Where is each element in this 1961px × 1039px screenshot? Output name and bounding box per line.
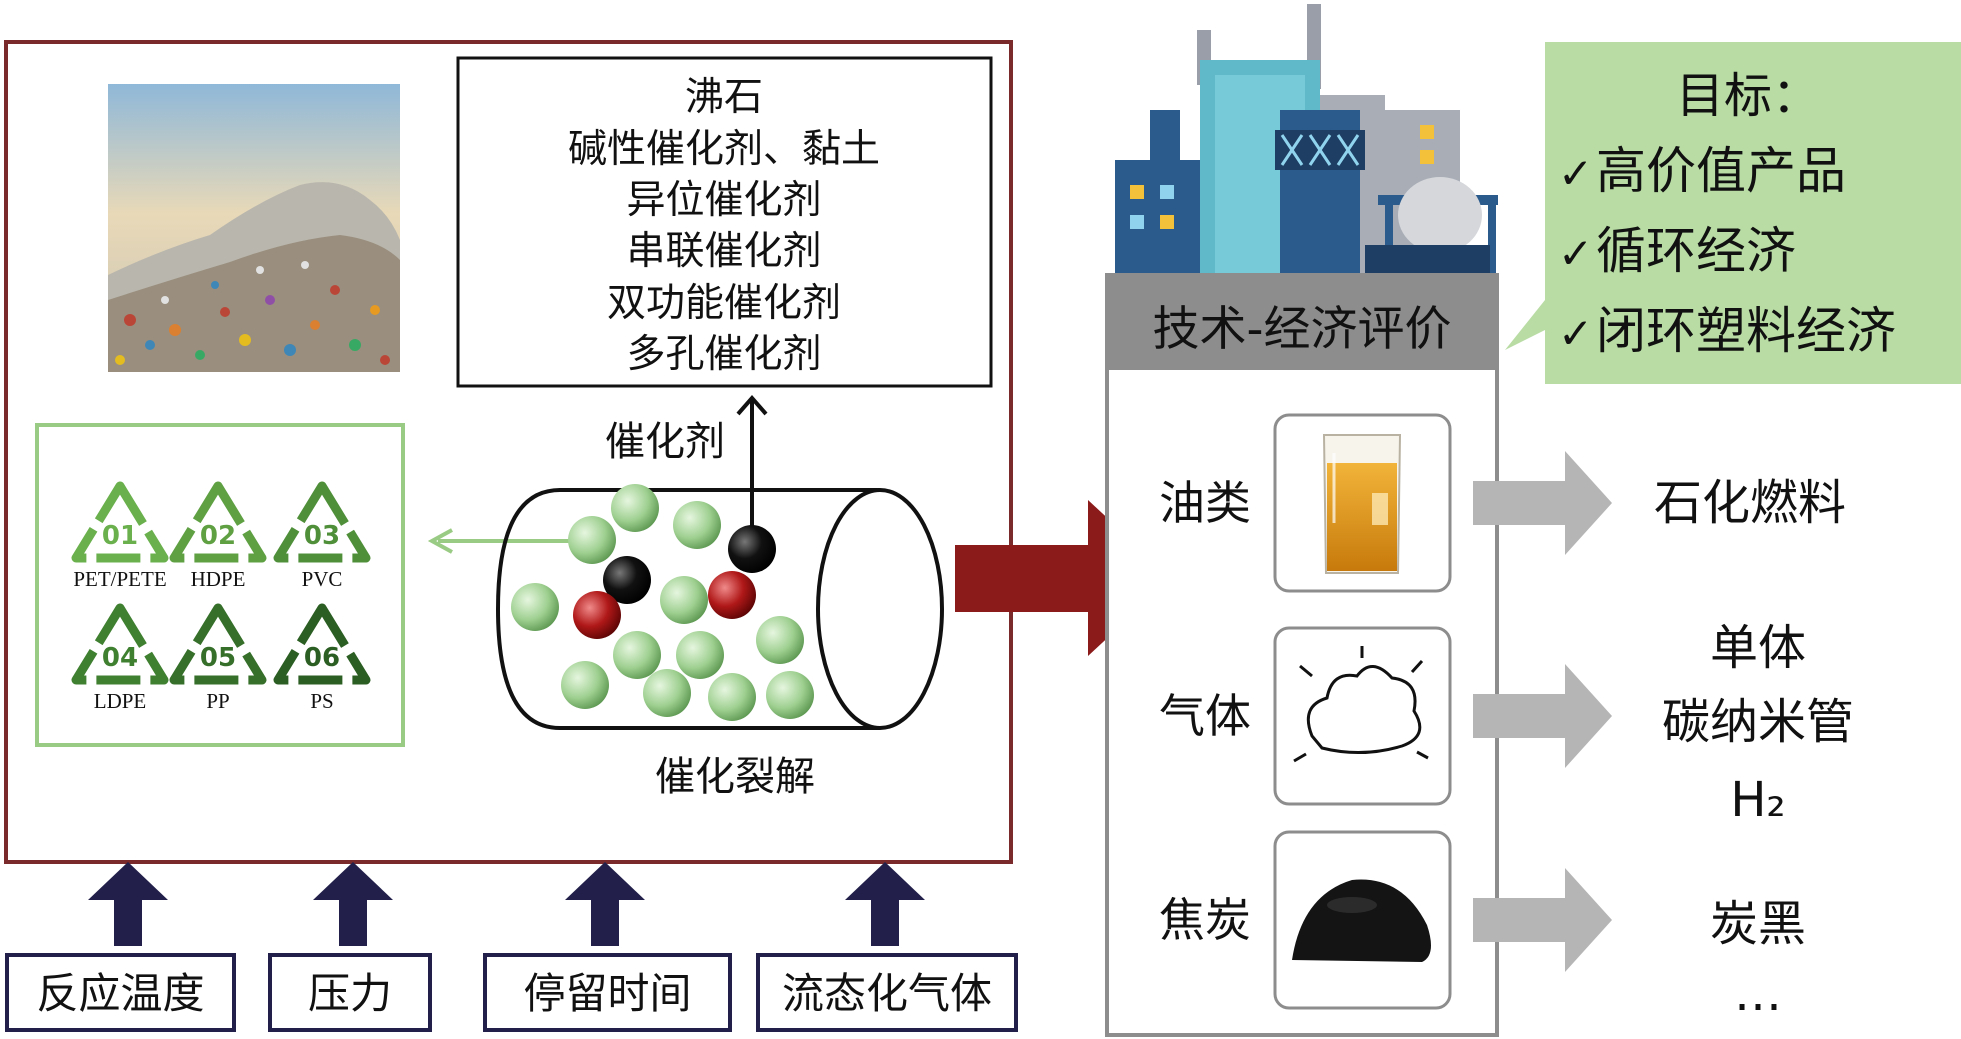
plastic-particle bbox=[613, 631, 661, 679]
product-label: 焦炭 bbox=[1159, 893, 1251, 947]
parameter-label: 压力 bbox=[308, 969, 392, 1018]
goals-callout bbox=[1505, 42, 1961, 384]
evaluation-header bbox=[1107, 275, 1497, 370]
parameter-box bbox=[5, 953, 236, 1032]
goals-heading: 目标： bbox=[1676, 68, 1820, 124]
catalyst-particle-black bbox=[728, 525, 776, 573]
factory-illustration bbox=[1115, 4, 1498, 275]
recycle-code-number: 01 bbox=[102, 521, 138, 551]
recycle-triangle-icon bbox=[71, 481, 169, 563]
catalyst-particle-red bbox=[573, 591, 621, 639]
catalyst-item: 双功能催化剂 bbox=[607, 281, 841, 326]
recycle-triangle-icon bbox=[169, 481, 267, 563]
recycle-code-number: 02 bbox=[200, 521, 236, 551]
recycle-code-name: PP bbox=[206, 689, 229, 713]
parameter-arrow-icon bbox=[845, 862, 925, 946]
output-arrow-head-icon bbox=[427, 528, 453, 554]
reactor-cylinder bbox=[495, 488, 944, 730]
recycling-codes-frame bbox=[35, 423, 405, 747]
recycle-code-number: 03 bbox=[304, 521, 340, 551]
parameter-arrow-icon bbox=[565, 862, 645, 946]
plastic-waste-photo bbox=[108, 84, 400, 372]
parameter-arrow-icon bbox=[313, 862, 393, 946]
catalyst-item: 沸石 bbox=[685, 75, 763, 120]
product-arrow-icon bbox=[1473, 868, 1612, 972]
recycle-triangle-icon bbox=[71, 603, 169, 685]
char-pile-icon bbox=[1292, 879, 1431, 962]
checkmark-icon: ✓ bbox=[1558, 309, 1593, 358]
catalyst-item: 碱性催化剂、黏土 bbox=[568, 127, 880, 172]
recycle-code-name: LDPE bbox=[94, 689, 147, 713]
product-row: 油类 石化燃料 bbox=[1159, 413, 1846, 593]
recycle-code-name: PET/PETE bbox=[73, 567, 166, 591]
checkmark-icon: ✓ bbox=[1558, 229, 1593, 278]
product-output: 石化燃料 bbox=[1654, 475, 1846, 531]
plastic-particle bbox=[561, 661, 609, 709]
product-arrow-icon bbox=[1473, 451, 1612, 555]
catalyst-arrow-head-icon bbox=[736, 394, 768, 416]
goal-item: 高价值产品 bbox=[1596, 142, 1846, 200]
plastic-particle bbox=[660, 576, 708, 624]
product-output: 碳纳米管 bbox=[1662, 694, 1854, 750]
parameter-arrow-icon bbox=[88, 862, 168, 946]
catalyst-list-box bbox=[456, 56, 993, 388]
plastic-particle bbox=[568, 516, 616, 564]
parameter-label: 停留时间 bbox=[523, 969, 691, 1018]
recycle-code-name: PVC bbox=[302, 567, 343, 591]
checkmark-icon: ✓ bbox=[1558, 149, 1593, 198]
plastic-particle bbox=[643, 669, 691, 717]
parameter-label: 反应温度 bbox=[36, 969, 204, 1018]
goal-item: 闭环塑料经济 bbox=[1596, 302, 1896, 360]
product-label: 气体 bbox=[1159, 689, 1251, 743]
plastic-particle bbox=[611, 484, 659, 532]
recycle-code-number: 04 bbox=[102, 643, 138, 673]
product-output: H₂ bbox=[1730, 772, 1785, 828]
beaker-oil-icon bbox=[1322, 434, 1402, 574]
catalyst-particle-black bbox=[603, 556, 651, 604]
process-frame bbox=[4, 40, 1013, 864]
plastic-particle bbox=[673, 501, 721, 549]
parameter-box bbox=[483, 953, 732, 1032]
goal-item: 循环经济 bbox=[1596, 222, 1796, 280]
reactor-label: 催化裂解 bbox=[655, 754, 815, 800]
product-arrow-icon bbox=[1473, 664, 1612, 768]
recycle-triangle-icon bbox=[273, 603, 371, 685]
recycle-triangle-icon bbox=[273, 481, 371, 563]
product-output: 单体 bbox=[1710, 620, 1806, 676]
product-row: 焦炭 炭黑 … bbox=[1159, 830, 1806, 1022]
plastic-particle bbox=[766, 671, 814, 719]
evaluation-title: 技术-经济评价 bbox=[1153, 302, 1452, 357]
gas-cloud-icon bbox=[1293, 646, 1429, 763]
catalyst-item: 串联催化剂 bbox=[626, 229, 821, 274]
product-output: 炭黑 bbox=[1710, 896, 1806, 952]
plastic-particle bbox=[676, 631, 724, 679]
catalyst-particle-red bbox=[708, 571, 756, 619]
recycle-code-number: 05 bbox=[200, 643, 236, 673]
recycle-code-name: PS bbox=[310, 689, 333, 713]
parameter-label: 流态化气体 bbox=[782, 969, 992, 1018]
catalyst-label: 催化剂 bbox=[605, 419, 725, 465]
recycle-code-name: HDPE bbox=[191, 567, 246, 591]
plastic-particle bbox=[708, 673, 756, 721]
plastic-particle bbox=[756, 616, 804, 664]
recycle-triangle-icon bbox=[169, 603, 267, 685]
recycle-code-number: 06 bbox=[304, 643, 340, 673]
product-label: 油类 bbox=[1159, 476, 1251, 530]
parameter-box bbox=[268, 953, 432, 1032]
catalyst-item: 异位催化剂 bbox=[626, 178, 821, 223]
catalyst-item: 多孔催化剂 bbox=[626, 332, 821, 377]
product-output: … bbox=[1734, 966, 1782, 1022]
plastic-particle bbox=[511, 583, 559, 631]
parameter-box bbox=[756, 953, 1018, 1032]
